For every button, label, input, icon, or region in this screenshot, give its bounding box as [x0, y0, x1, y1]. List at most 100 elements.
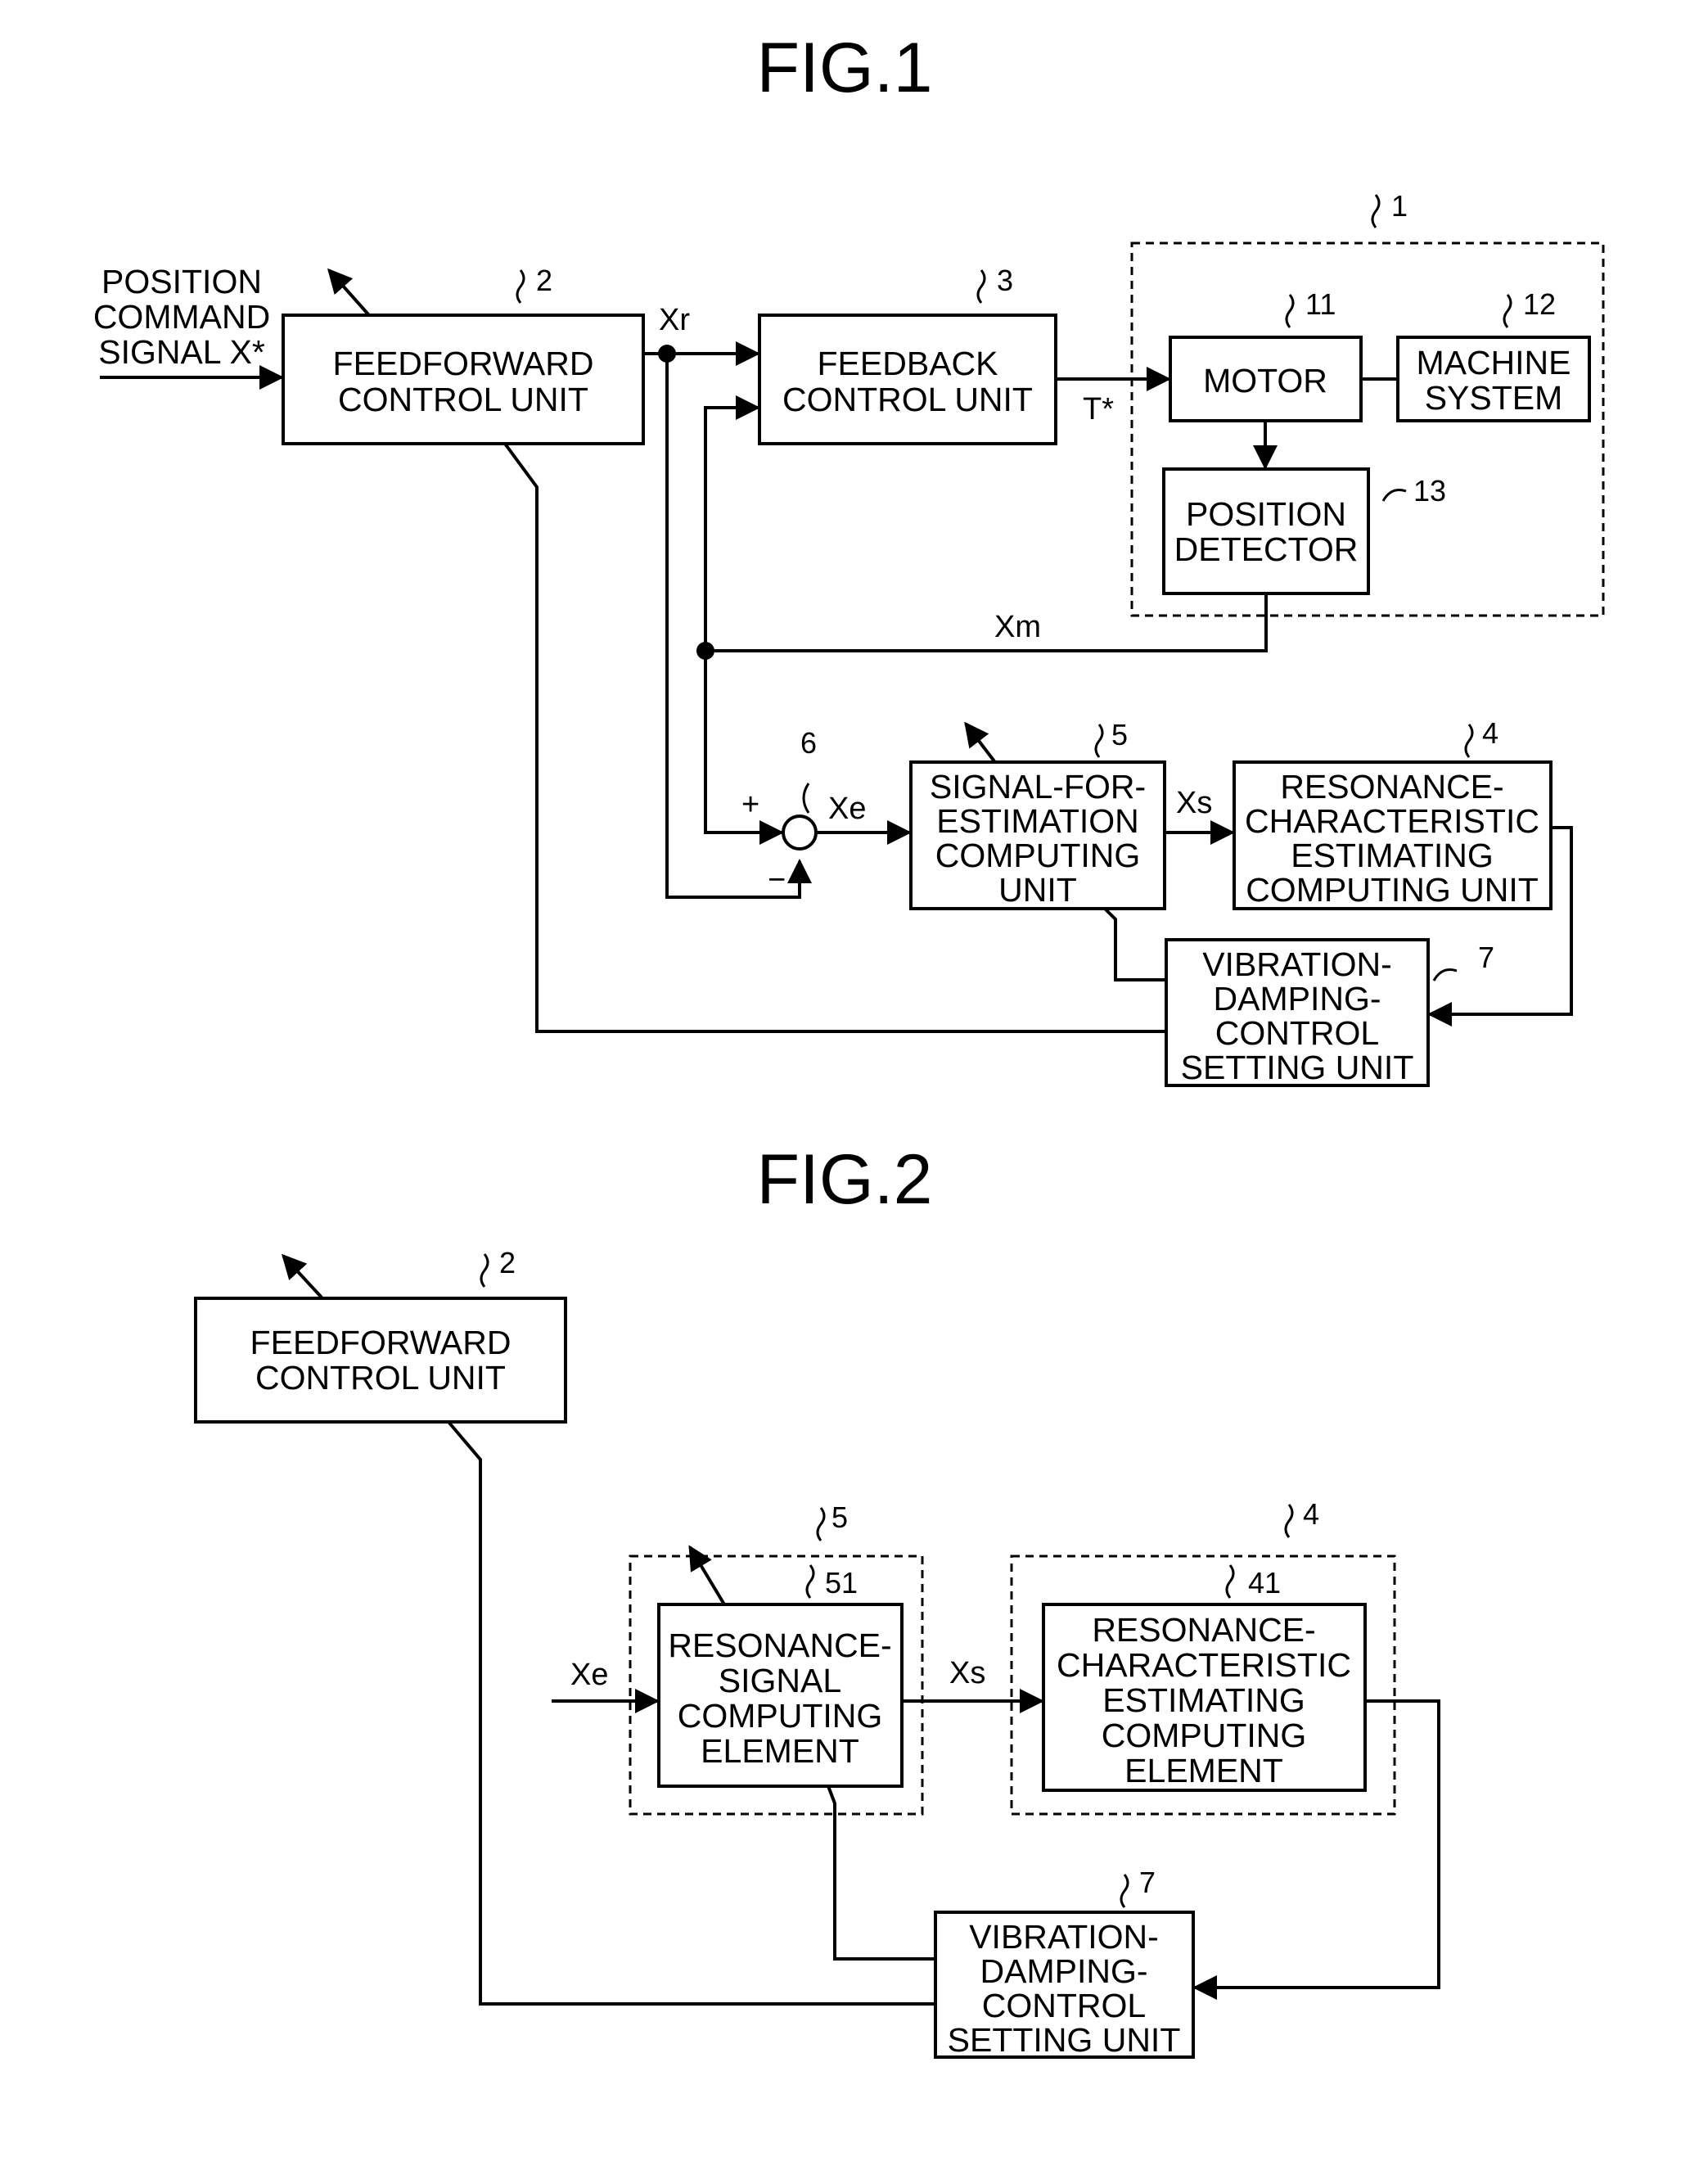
- motor-ref: 11: [1305, 287, 1336, 321]
- svg-text:UNIT: UNIT: [998, 871, 1077, 909]
- svg-text:POSITION: POSITION: [101, 263, 262, 300]
- fig2-xe-label: Xe: [570, 1658, 608, 1692]
- signal-for-estimation-block: SIGNAL-FOR- ESTIMATION COMPUTING UNIT: [911, 762, 1165, 909]
- fig2-resonance-signal-block: RESONANCE- SIGNAL COMPUTING ELEMENT: [659, 1604, 902, 1786]
- svg-text:VIBRATION-: VIBRATION-: [969, 1918, 1159, 1956]
- plus-sign: +: [741, 787, 759, 822]
- svg-text:CHARACTERISTIC: CHARACTERISTIC: [1245, 802, 1539, 840]
- fig2-unit5-ref-leader: [818, 1508, 824, 1541]
- sfe-to-vdc-wire: [1105, 909, 1166, 980]
- svg-text:SYSTEM: SYSTEM: [1425, 379, 1563, 417]
- xs-label: Xs: [1176, 786, 1212, 820]
- svg-text:VIBRATION-: VIBRATION-: [1202, 945, 1392, 983]
- vibration-damping-block: VIBRATION- DAMPING- CONTROL SETTING UNIT: [1166, 940, 1428, 1086]
- tstar-label: T*: [1083, 392, 1114, 426]
- resonance-estimating-block: RESONANCE- CHARACTERISTIC ESTIMATING COM…: [1234, 762, 1551, 909]
- fig2-unit5-ref: 5: [831, 1500, 848, 1534]
- fig2-feedforward-block: FEEDFORWARD CONTROL UNIT: [196, 1298, 566, 1422]
- ff-adjust-arrow: [329, 270, 368, 314]
- fig2-vibration-damping-block: VIBRATION- DAMPING- CONTROL SETTING UNIT: [935, 1912, 1193, 2059]
- summer-ref: 6: [800, 726, 817, 760]
- svg-text:COMPUTING: COMPUTING: [935, 837, 1141, 874]
- svg-text:CONTROL UNIT: CONTROL UNIT: [338, 381, 588, 418]
- sfe-adjust-arrow: [966, 724, 994, 761]
- svg-text:CHARACTERISTIC: CHARACTERISTIC: [1057, 1646, 1351, 1684]
- fig2-resonance-estimating-block: RESONANCE- CHARACTERISTIC ESTIMATING COM…: [1043, 1604, 1365, 1790]
- ff-ref: 2: [536, 264, 552, 297]
- svg-text:MOTOR: MOTOR: [1203, 362, 1327, 399]
- plant-ref-leader: [1372, 195, 1379, 228]
- fig2-vdc-ref: 7: [1139, 1866, 1156, 1899]
- position-command-label: POSITION COMMAND SIGNAL X*: [93, 263, 270, 371]
- rce-ref-leader: [1466, 724, 1472, 757]
- vdc-ref-leader: [1434, 970, 1457, 981]
- svg-text:SETTING UNIT: SETTING UNIT: [1181, 1049, 1414, 1086]
- summing-junction: [783, 816, 816, 849]
- detector-ref: 13: [1413, 474, 1446, 508]
- svg-text:CONTROL UNIT: CONTROL UNIT: [255, 1359, 506, 1397]
- fig2-rce-ref: 41: [1248, 1566, 1281, 1600]
- summer-ref-leader: [804, 783, 809, 813]
- svg-text:FEEDFORWARD: FEEDFORWARD: [250, 1324, 512, 1361]
- svg-text:ELEMENT: ELEMENT: [701, 1732, 859, 1770]
- svg-text:ESTIMATING: ESTIMATING: [1291, 837, 1494, 874]
- feedback-block: FEEDBACK CONTROL UNIT: [759, 315, 1056, 444]
- svg-text:ELEMENT: ELEMENT: [1124, 1752, 1283, 1789]
- svg-text:RESONANCE-: RESONANCE-: [668, 1627, 891, 1664]
- fig2-ff-adjust-arrow: [283, 1256, 322, 1297]
- svg-text:COMPUTING UNIT: COMPUTING UNIT: [1246, 871, 1539, 909]
- machine-system-block: MACHINE SYSTEM: [1398, 337, 1589, 421]
- svg-text:DAMPING-: DAMPING-: [980, 1952, 1148, 1990]
- ff-to-vdc-wire: [505, 444, 1166, 1031]
- svg-text:DAMPING-: DAMPING-: [1214, 980, 1381, 1018]
- svg-text:COMMAND: COMMAND: [93, 298, 270, 336]
- fig2-rs-ref: 51: [825, 1566, 858, 1600]
- motor-block: MOTOR: [1170, 337, 1361, 421]
- svg-text:RESONANCE-: RESONANCE-: [1092, 1611, 1315, 1649]
- xm-label: Xm: [994, 610, 1041, 644]
- position-detector-block: POSITION DETECTOR: [1164, 469, 1368, 593]
- svg-text:ESTIMATING: ESTIMATING: [1102, 1681, 1305, 1719]
- fb-ref: 3: [997, 264, 1013, 297]
- vdc-ref: 7: [1478, 941, 1494, 974]
- detector-ref-leader: [1383, 490, 1406, 502]
- rce-ref: 4: [1482, 716, 1498, 750]
- svg-text:DETECTOR: DETECTOR: [1174, 530, 1359, 568]
- xr-label: Xr: [659, 303, 690, 337]
- fig2-rs-to-vdc-wire: [828, 1786, 935, 1959]
- sfe-ref: 5: [1111, 718, 1128, 751]
- fig2-title: FIG.2: [756, 1140, 932, 1219]
- machine-ref: 12: [1523, 287, 1556, 321]
- machine-ref-leader: [1504, 295, 1511, 327]
- fig2-xs-label: Xs: [949, 1656, 985, 1690]
- fig2-rs-ref-leader: [807, 1565, 813, 1598]
- fig1-title: FIG.1: [756, 29, 932, 107]
- svg-text:SETTING UNIT: SETTING UNIT: [948, 2021, 1181, 2059]
- svg-text:FEEDBACK: FEEDBACK: [818, 345, 998, 382]
- fb-ref-leader: [978, 270, 985, 303]
- xe-label: Xe: [828, 792, 866, 826]
- svg-text:COMPUTING: COMPUTING: [678, 1697, 883, 1735]
- fig2-ff-ref-leader: [481, 1254, 488, 1287]
- svg-text:SIGNAL-FOR-: SIGNAL-FOR-: [930, 768, 1146, 805]
- svg-text:COMPUTING: COMPUTING: [1102, 1717, 1307, 1754]
- plant-ref: 1: [1391, 189, 1408, 223]
- svg-text:ESTIMATION: ESTIMATION: [936, 802, 1139, 840]
- fig2-unit4-ref-leader: [1286, 1505, 1292, 1537]
- figure-2: FIG.2 FEEDFORWARD CONTROL UNIT 2 5 RESON…: [196, 1140, 1439, 2059]
- svg-text:CONTROL: CONTROL: [982, 1987, 1146, 2024]
- svg-text:CONTROL: CONTROL: [1215, 1014, 1379, 1052]
- feedforward-block: FEEDFORWARD CONTROL UNIT: [283, 315, 643, 444]
- svg-text:FEEDFORWARD: FEEDFORWARD: [333, 345, 594, 382]
- svg-text:POSITION: POSITION: [1186, 495, 1346, 533]
- minus-sign: −: [768, 863, 786, 897]
- fig2-unit4-ref: 4: [1303, 1497, 1319, 1531]
- svg-text:SIGNAL: SIGNAL: [719, 1662, 841, 1699]
- svg-text:SIGNAL X*: SIGNAL X*: [98, 333, 265, 371]
- sfe-ref-leader: [1096, 724, 1102, 757]
- svg-text:RESONANCE-: RESONANCE-: [1280, 768, 1503, 805]
- fig2-ff-ref: 2: [499, 1246, 516, 1279]
- fig2-vdc-ref-leader: [1121, 1875, 1128, 1907]
- svg-text:CONTROL UNIT: CONTROL UNIT: [782, 381, 1033, 418]
